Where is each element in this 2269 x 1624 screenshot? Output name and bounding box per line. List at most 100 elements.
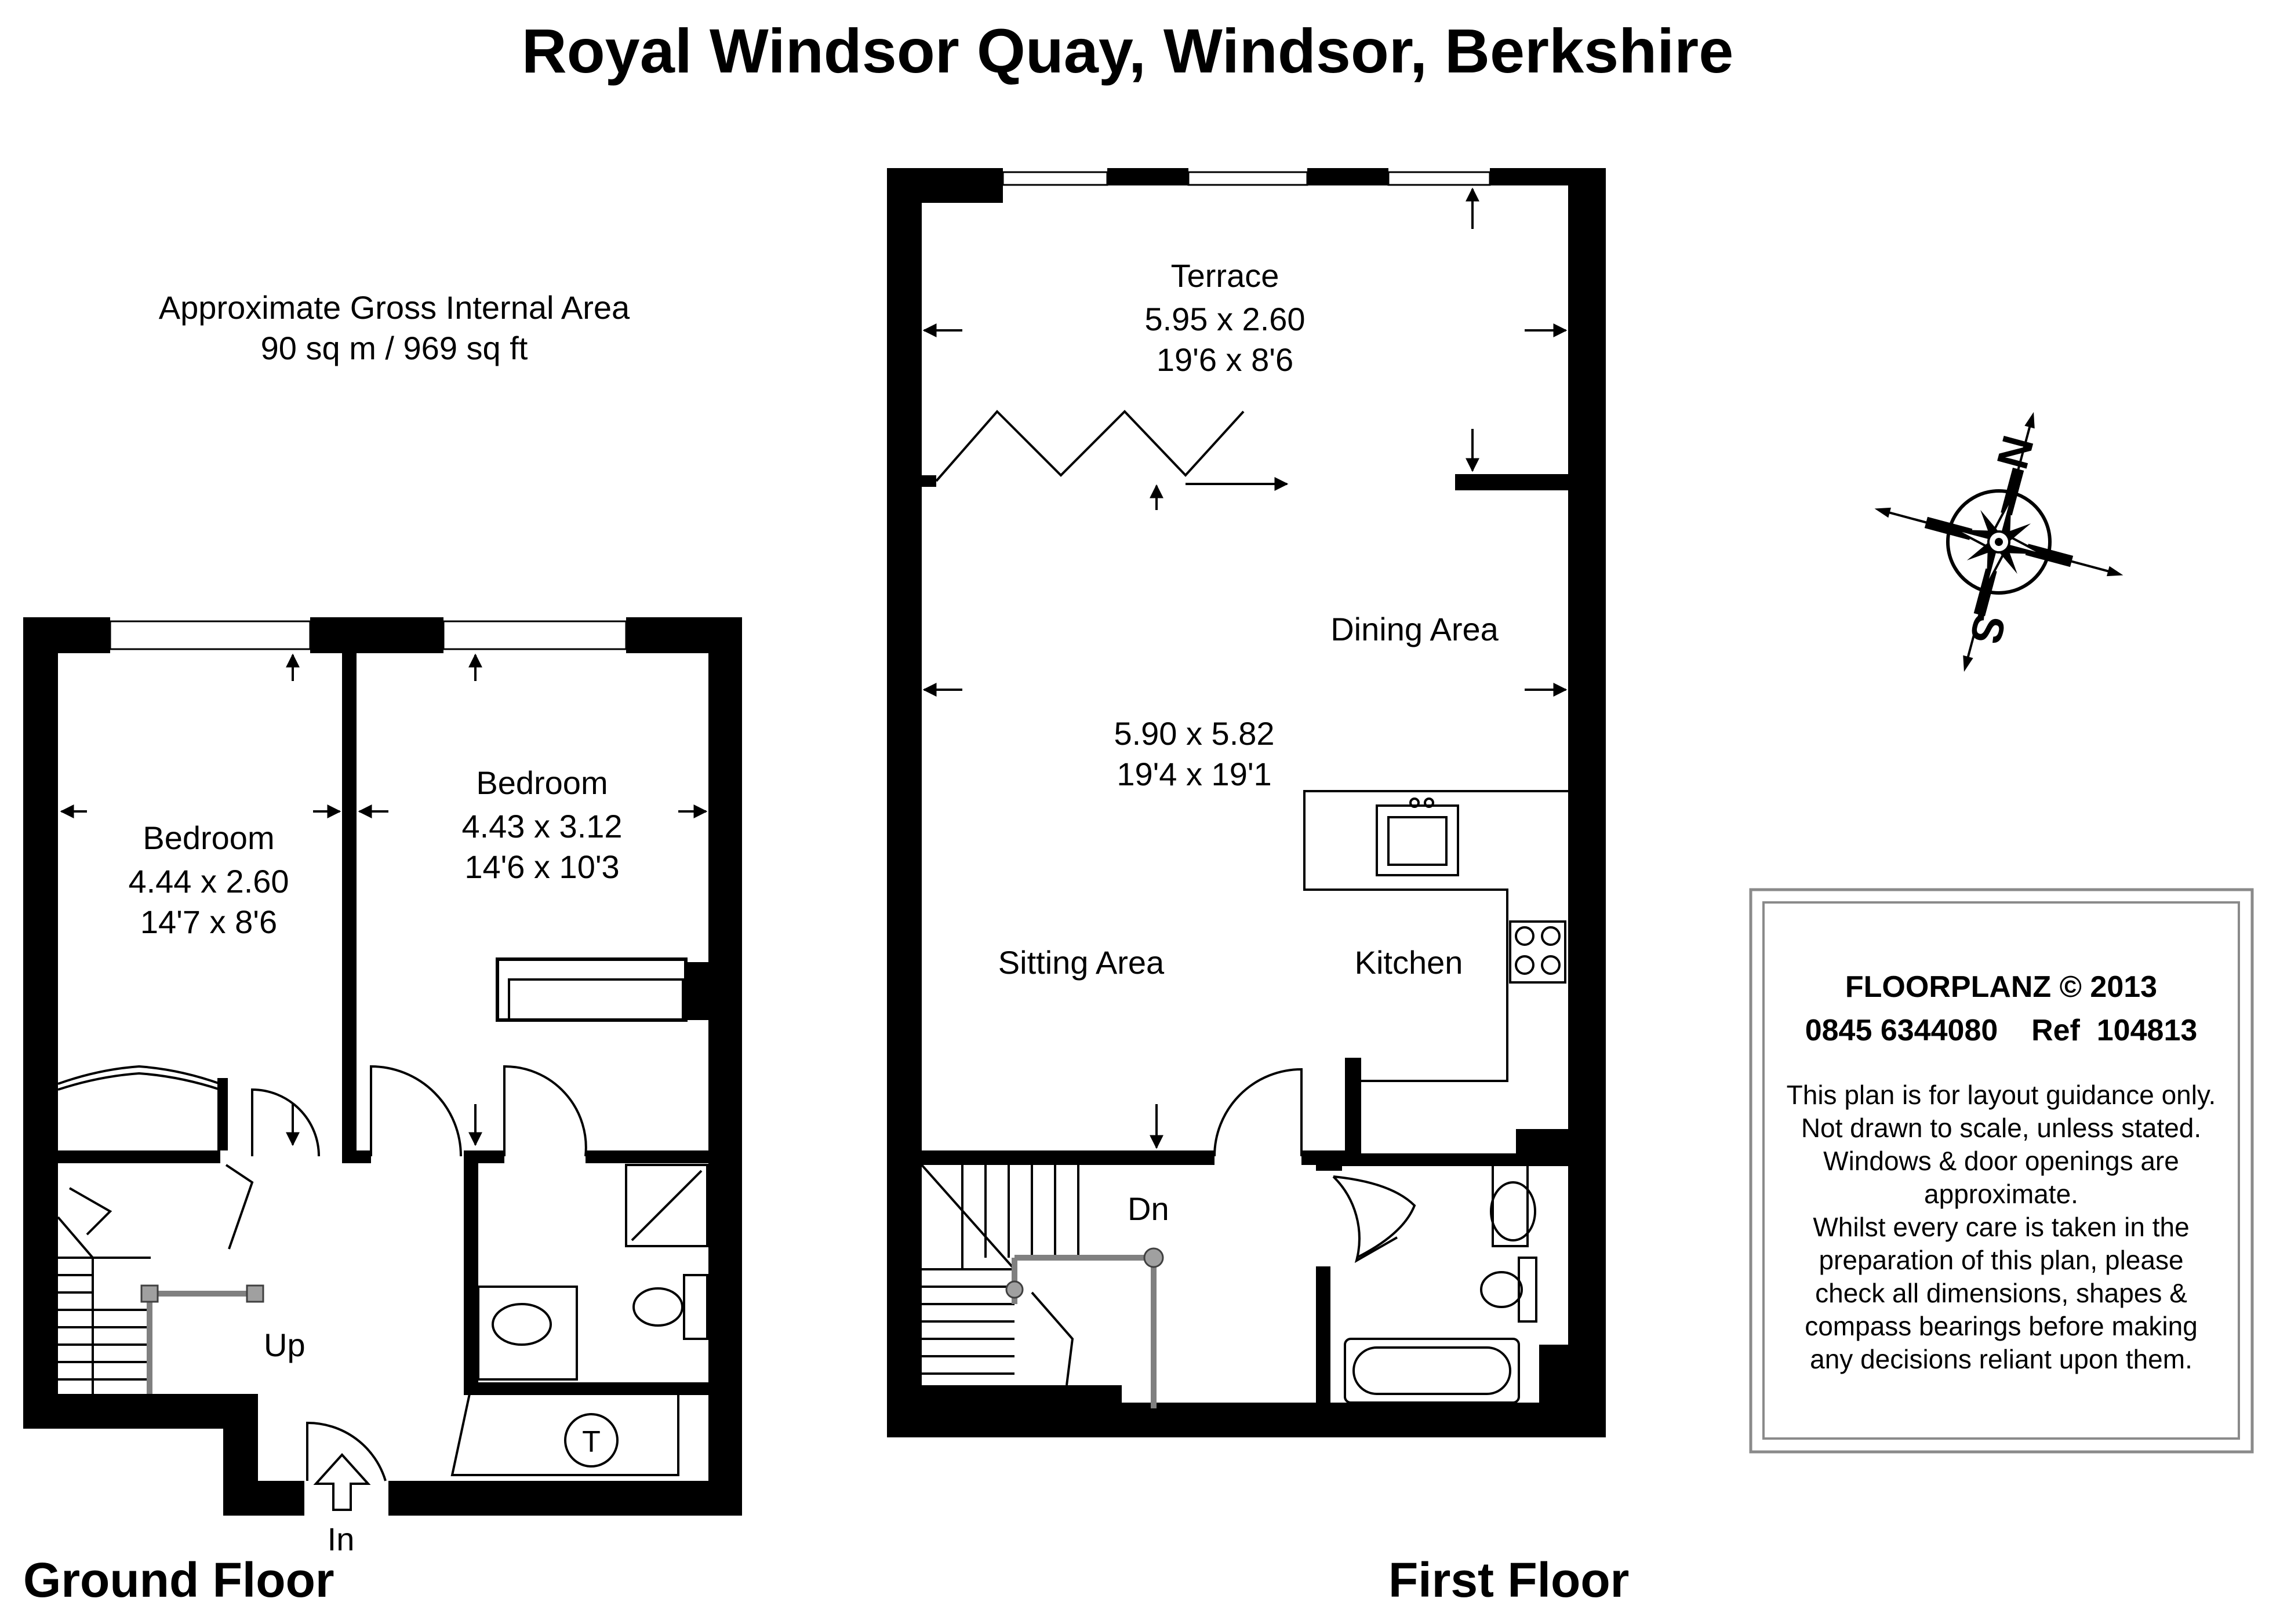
gf-room1-name: Bedroom: [143, 820, 274, 856]
ff-window-a: [1002, 171, 1108, 186]
gf-room2-name: Bedroom: [476, 764, 608, 801]
gf-tank: [564, 1413, 619, 1468]
gf-entrance-arrow: [313, 1453, 371, 1511]
ff-terrace-imperial: 19'6 x 8'6: [1157, 341, 1293, 378]
ff-kitchen-label: Kitchen: [1355, 944, 1463, 981]
info-disclaimer-5: Whilst every care is taken in the: [1813, 1212, 2189, 1242]
gf-room1-imperial: 14'7 x 8'6: [140, 904, 277, 940]
ff-sitting-label: Sitting Area: [998, 944, 1165, 981]
ff-wall-left: [887, 168, 922, 1437]
gf-wall-bedroom1-bottom: [58, 1150, 220, 1163]
gf-door-bedroom1: [251, 1088, 320, 1157]
gf-door-cupboard: [225, 1164, 254, 1250]
compass-south-label: S: [1960, 609, 2015, 650]
ff-window-b: [1187, 171, 1308, 186]
info-disclaimer-1: This plan is for layout guidance only.: [1787, 1080, 2216, 1110]
ff-kitchen-sink-bowl: [1387, 816, 1448, 866]
gf-entrance-label: In: [328, 1521, 355, 1557]
ff-bath: [1344, 1338, 1520, 1404]
ff-door-bath: [1332, 1175, 1398, 1263]
gf-wardrobe-bedroom2-inner: [508, 978, 684, 1021]
ground-floor-plan: T Bedroom 4.44 x 2.60 14'7 x 8'6 Bedroom…: [23, 617, 742, 1557]
info-disclaimer-4: approximate.: [1924, 1179, 2078, 1209]
ff-wall-landing-top-a: [922, 1150, 1215, 1165]
ff-wall-kitchen-stub: [1345, 1058, 1361, 1165]
gf-wall-bed1-stub: [217, 1078, 228, 1150]
first-floor-label: First Floor: [1388, 1553, 1629, 1607]
info-disclaimer-2: Not drawn to scale, unless stated.: [1801, 1113, 2201, 1143]
info-box-outer: [1749, 888, 2254, 1454]
ff-wall-bath-left: [1316, 1266, 1330, 1408]
gf-wall-left: [23, 617, 58, 1429]
gf-wc: [632, 1287, 683, 1327]
info-box: FLOORPLANZ © 2013 0845 6344080 Ref 10481…: [1749, 888, 2254, 1454]
ff-terrace-name: Terrace: [1171, 257, 1279, 294]
ff-wc-cistern: [1518, 1257, 1537, 1323]
ff-kitchen-counter: [1303, 790, 1568, 1082]
first-floor-plan: Terrace 5.95 x 2.60 19'6 x 8'6 Dining Ar…: [887, 168, 1606, 1437]
ff-door-landing: [1213, 1068, 1303, 1157]
gf-window-left: [109, 620, 311, 650]
gf-shower: [625, 1164, 708, 1247]
gf-stairs-label: Up: [264, 1327, 306, 1363]
gf-wall-bath-left: [464, 1150, 478, 1394]
ff-bath-inner: [1352, 1346, 1511, 1395]
ff-main-metric: 5.90 x 5.82: [1114, 715, 1274, 752]
gf-wall-bottom-left: [23, 1394, 255, 1429]
ground-floor-label: Ground Floor: [23, 1553, 334, 1607]
ff-hob: [1509, 920, 1566, 984]
gf-wall-wardrobe-stub: [684, 962, 710, 1020]
area-value: 90 sq m / 969 sq ft: [261, 330, 528, 366]
gf-wardrobe-bedroom1-b: [57, 1072, 221, 1091]
ff-stairs: [921, 1164, 1164, 1408]
gf-tank-label: T: [582, 1425, 601, 1459]
gf-cupboard: [450, 1393, 679, 1476]
ff-bath-counter: [1492, 1164, 1529, 1247]
ff-basin: [1490, 1181, 1536, 1241]
gf-stairs: [57, 1187, 264, 1394]
gf-wall-bottom-in-left: [223, 1481, 304, 1516]
page-title: Royal Windsor Quay, Windsor, Berkshire: [522, 16, 1734, 86]
gf-door-entrance: [306, 1421, 387, 1481]
ff-wall-terrace-right: [1455, 474, 1571, 490]
gf-wall-bedroom2-bottom-c: [586, 1150, 710, 1163]
compass-north-label: N: [1987, 431, 2042, 474]
gf-room1-metric: 4.44 x 2.60: [128, 863, 289, 900]
ff-dining-label: Dining Area: [1330, 611, 1499, 647]
gf-room2-imperial: 14'6 x 10'3: [464, 849, 619, 885]
ff-main-imperial: 19'4 x 19'1: [1117, 756, 1271, 792]
info-disclaimer-3: Windows & door openings are: [1823, 1146, 2179, 1176]
gf-wall-bedroom2-bottom-a: [342, 1150, 371, 1163]
gf-wall-bath-bottom: [464, 1382, 710, 1395]
gf-wall-right: [708, 617, 742, 1516]
ff-door-bath-leaf: [1333, 1175, 1416, 1259]
ff-terrace-metric: 5.95 x 2.60: [1144, 301, 1305, 337]
gf-wardrobe-bedroom1: [57, 1065, 221, 1085]
ff-wall-bath-top: [1328, 1153, 1571, 1166]
area-label: Approximate Gross Internal Area: [159, 289, 630, 326]
ff-window-c: [1387, 171, 1491, 186]
gf-room2-metric: 4.43 x 3.12: [461, 808, 622, 844]
ff-wall-right: [1568, 168, 1606, 1437]
gf-wall-top-mid: [310, 617, 443, 653]
gf-wall-bottom-in-right: [388, 1481, 742, 1516]
compass: [1874, 412, 2123, 672]
gf-basin: [492, 1303, 552, 1346]
info-box-inner: [1762, 901, 2240, 1440]
gf-vanity: [477, 1286, 578, 1381]
ff-wall-top-b: [1107, 168, 1188, 185]
gf-wall-bedroom-divider: [342, 652, 357, 1156]
info-disclaimer-8: compass bearings before making: [1805, 1311, 2198, 1341]
ff-stairs-label: Dn: [1128, 1190, 1169, 1227]
ff-bifold-door: [935, 410, 1245, 482]
gf-wc-cistern: [683, 1274, 708, 1340]
gf-wardrobe-bedroom2: [496, 957, 688, 1022]
gf-door-bedroom2: [370, 1065, 462, 1157]
info-disclaimer-6: preparation of this plan, please: [1819, 1245, 2183, 1275]
gf-door-bath: [503, 1065, 587, 1157]
ff-wall-stairs-bottom: [922, 1385, 1122, 1408]
ff-wc: [1480, 1271, 1523, 1308]
ff-wall-terrace-left: [922, 475, 936, 487]
info-disclaimer-9: any decisions reliant upon them.: [1810, 1344, 2192, 1374]
